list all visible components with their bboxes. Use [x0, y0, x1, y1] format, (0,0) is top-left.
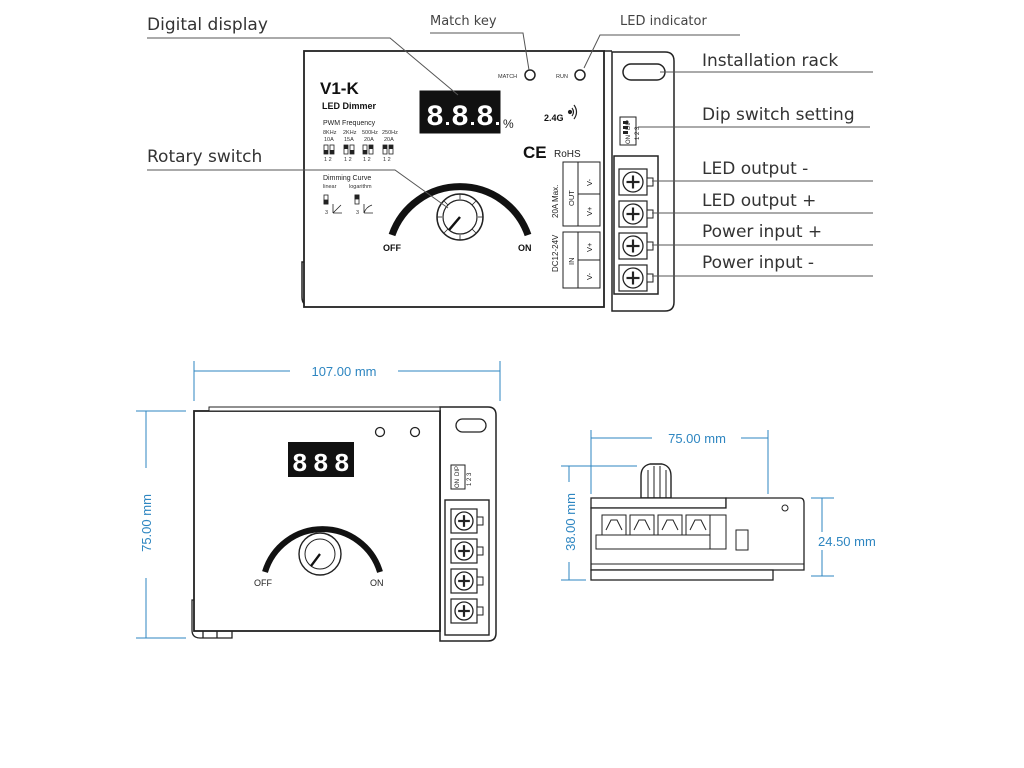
out-vplus: V+: [585, 206, 594, 216]
svg-text:8: 8: [334, 449, 350, 479]
dim-side-height: 38.00 mm: [563, 493, 578, 551]
front-display: [288, 442, 354, 477]
pwm-title: PWM Frequency: [323, 120, 376, 127]
svg-text:20A: 20A: [384, 137, 394, 143]
curve-dip-num-1: 3: [325, 210, 328, 216]
callout-match-key: Match key: [430, 14, 497, 29]
dip-dip-label: DIP: [626, 120, 632, 130]
terminal-screw[interactable]: [618, 264, 654, 292]
digital-display: [419, 90, 501, 134]
match-key[interactable]: [524, 69, 536, 81]
terminal-screw[interactable]: [618, 168, 654, 196]
in-vminus: V-: [585, 272, 594, 280]
terminal-screw[interactable]: [618, 232, 654, 260]
terminal-screws: [618, 168, 654, 292]
svg-text:1 2: 1 2: [383, 157, 391, 163]
match-label: MATCH: [498, 74, 517, 80]
pwm-dip-numbers: 1 2 1 2 1 2 1 2: [324, 157, 391, 163]
svg-text:8: 8: [451, 101, 469, 135]
svg-text:15A: 15A: [344, 137, 354, 143]
in-label: IN: [567, 258, 576, 266]
callout-led-output-plus: LED output +: [702, 191, 816, 211]
percent-symbol: %: [503, 117, 514, 131]
device-body: [303, 50, 605, 308]
terminal-screw[interactable]: [450, 538, 484, 564]
svg-text:8: 8: [292, 449, 308, 479]
dim-side-body-height: 24.50 mm: [818, 534, 876, 549]
svg-text:20A: 20A: [364, 137, 374, 143]
wireless-icon: [567, 104, 578, 120]
curve-dip-num-2: 3: [356, 210, 359, 216]
rotary-pointer: [448, 216, 461, 231]
svg-text:10A: 10A: [324, 137, 334, 143]
on-label: ON: [518, 243, 532, 253]
side-dimension-lines: [561, 430, 834, 581]
callout-digital-display: Digital display: [147, 15, 268, 35]
front-off-label: OFF: [254, 578, 272, 588]
callout-rotary-switch: Rotary switch: [147, 147, 262, 167]
run-label: RUN: [556, 74, 568, 80]
svg-text:500Hz: 500Hz: [362, 130, 378, 136]
svg-text:250Hz: 250Hz: [382, 130, 398, 136]
svg-text:2KHz: 2KHz: [343, 130, 357, 136]
front-dip-dip: DIP: [455, 466, 461, 476]
front-dip-nums: 1 2 3: [467, 472, 473, 486]
input-rating: DC12-24V: [551, 234, 560, 272]
front-dip-on: ON: [455, 479, 461, 488]
svg-text:1 2: 1 2: [363, 157, 371, 163]
svg-text:8KHz: 8KHz: [323, 130, 337, 136]
terminal-screw[interactable]: [450, 568, 484, 594]
terminal-screw[interactable]: [450, 598, 484, 624]
callout-led-output-minus: LED output -: [702, 159, 808, 179]
out-label: OUT: [567, 190, 576, 206]
curve-title: Dimming Curve: [323, 175, 371, 182]
dim-side-width: 75.00 mm: [668, 431, 726, 446]
led-indicator: [574, 69, 586, 81]
callout-dip-switch: Dip switch setting: [702, 105, 855, 125]
out-label-box: [562, 161, 601, 227]
max-rating: 20A Max.: [551, 185, 560, 218]
terminal-screw[interactable]: [618, 200, 654, 228]
rack-slot-top: [622, 63, 666, 81]
subtitle-label: LED Dimmer: [322, 101, 377, 111]
callout-power-input-plus: Power input +: [702, 222, 822, 242]
curve-dip-icons: [323, 194, 373, 214]
off-label: OFF: [383, 243, 401, 253]
svg-text:8: 8: [476, 101, 494, 135]
ce-mark: CE: [523, 143, 547, 162]
curve-log: logarithm: [349, 184, 372, 190]
svg-text:1 2: 1 2: [344, 157, 352, 163]
callout-installation-rack: Installation rack: [702, 51, 838, 71]
svg-text:8: 8: [426, 101, 444, 135]
model-label: V1-K: [320, 79, 359, 98]
front-dimension-lines: [136, 361, 501, 639]
in-label-box: [562, 231, 601, 289]
svg-text:1 2: 1 2: [324, 157, 332, 163]
pwm-options: 8KHz 10A 2KHz 15A 500Hz 20A 250Hz 20A: [323, 130, 398, 143]
front-on-label: ON: [370, 578, 384, 588]
in-vplus: V+: [585, 242, 594, 252]
side-dimension-view: [590, 463, 805, 581]
callout-led-indicator: LED indicator: [620, 14, 707, 29]
dim-front-height: 75.00 mm: [139, 494, 154, 552]
dip-numbers: 1 2 3: [635, 126, 641, 140]
svg-text:8: 8: [313, 449, 329, 479]
wireless-label: 2.4G: [544, 113, 564, 123]
rohs-mark: RoHS: [554, 149, 581, 160]
out-vminus: V-: [585, 178, 594, 186]
terminal-screw[interactable]: [450, 508, 484, 534]
rotary-arc: [388, 183, 532, 237]
callout-power-input-minus: Power input -: [702, 253, 814, 273]
dim-front-width: 107.00 mm: [311, 364, 376, 379]
curve-linear: linear: [323, 184, 337, 190]
callout-lines: [147, 32, 873, 277]
dip-on-label: ON: [626, 135, 632, 144]
